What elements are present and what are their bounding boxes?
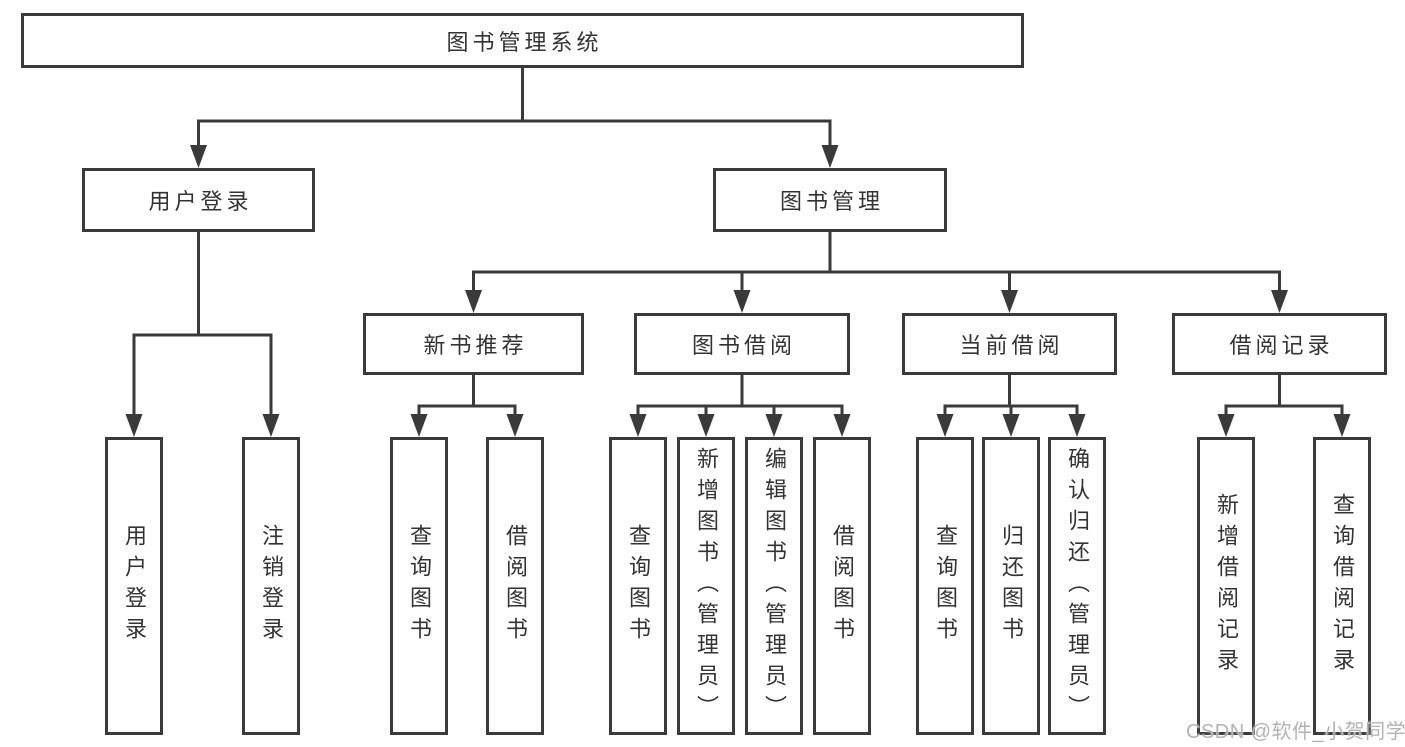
diagram-node-borrow-records: 借阅记录 [1172, 313, 1387, 375]
node-label: 查询借阅记录 [1330, 493, 1355, 679]
arrowhead-icon [765, 414, 783, 437]
csdn-watermark: CSDN @软件_小贺同学 [1186, 721, 1405, 743]
diagram-node-root: 图书管理系统 [21, 13, 1024, 68]
arrowhead-icon [410, 414, 428, 437]
diagram-node-leaf-user-login: 用户登录 [105, 437, 163, 735]
diagram-node-leaf-query-record: 查询借阅记录 [1313, 437, 1371, 735]
diagram-node-leaf-query-book-3: 查询图书 [916, 437, 974, 735]
arrowhead-icon [125, 414, 143, 437]
arrowhead-icon [1068, 414, 1086, 437]
node-label: 查询图书 [407, 524, 432, 648]
diagram-node-leaf-borrow-book-2: 借阅图书 [813, 437, 871, 735]
arrowhead-icon [190, 145, 207, 168]
node-label: 新书推荐 [423, 333, 528, 358]
arrowhead-icon [697, 414, 715, 437]
node-label: 新增图书（管理员） [694, 446, 719, 726]
arrowhead-icon [1333, 414, 1351, 437]
arrowhead-icon [262, 414, 280, 437]
diagram-node-leaf-add-record: 新增借阅记录 [1197, 437, 1255, 735]
arrowhead-icon [1002, 414, 1020, 437]
arrowhead-icon [465, 290, 482, 313]
arrowhead-icon [1217, 414, 1235, 437]
node-label: 用户登录 [148, 189, 253, 214]
diagram-node-leaf-add-book: 新增图书（管理员） [677, 437, 735, 735]
arrowhead-icon [506, 414, 524, 437]
node-label: 图书管理系统 [446, 29, 603, 55]
diagram-node-user-login: 用户登录 [82, 168, 315, 232]
node-label: 编辑图书（管理员） [762, 446, 787, 726]
arrowhead-icon [936, 414, 954, 437]
arrowhead-icon [1001, 290, 1018, 313]
diagram-node-leaf-borrow-book-1: 借阅图书 [486, 437, 544, 735]
node-label: 借阅图书 [830, 524, 855, 648]
node-label: 当前借阅 [959, 333, 1064, 358]
arrowhead-icon [733, 290, 751, 313]
diagram-node-leaf-edit-book: 编辑图书（管理员） [745, 437, 803, 735]
arrowhead-icon [821, 145, 839, 168]
diagram-node-book-mgmt: 图书管理 [713, 168, 947, 232]
node-label: 图书管理 [779, 189, 884, 214]
node-label: 新增借阅记录 [1214, 493, 1239, 679]
node-label: 注销登录 [259, 524, 284, 648]
node-label: 确认归还（管理员） [1065, 446, 1090, 726]
node-label: 归还图书 [999, 524, 1024, 648]
diagram-node-book-borrow: 图书借阅 [634, 313, 850, 375]
diagram-node-current-borrow: 当前借阅 [902, 313, 1117, 375]
arrowhead-icon [1271, 290, 1288, 313]
diagram-node-new-book-rec: 新书推荐 [363, 313, 584, 375]
diagram-node-leaf-logout: 注销登录 [242, 437, 300, 735]
node-label: 借阅图书 [503, 524, 528, 648]
arrowhead-icon [629, 414, 647, 437]
node-label: 图书借阅 [691, 333, 796, 358]
node-label: 借阅记录 [1229, 333, 1334, 358]
diagram-node-leaf-confirm-return: 确认归还（管理员） [1048, 437, 1106, 735]
node-label: 查询图书 [626, 524, 651, 648]
diagram-node-leaf-query-book-1: 查询图书 [390, 437, 448, 735]
arrowhead-icon [833, 414, 851, 437]
diagram-node-leaf-return-book: 归还图书 [982, 437, 1040, 735]
node-label: 用户登录 [122, 524, 147, 648]
diagram-node-leaf-query-book-2: 查询图书 [609, 437, 667, 735]
node-label: 查询图书 [933, 524, 958, 648]
